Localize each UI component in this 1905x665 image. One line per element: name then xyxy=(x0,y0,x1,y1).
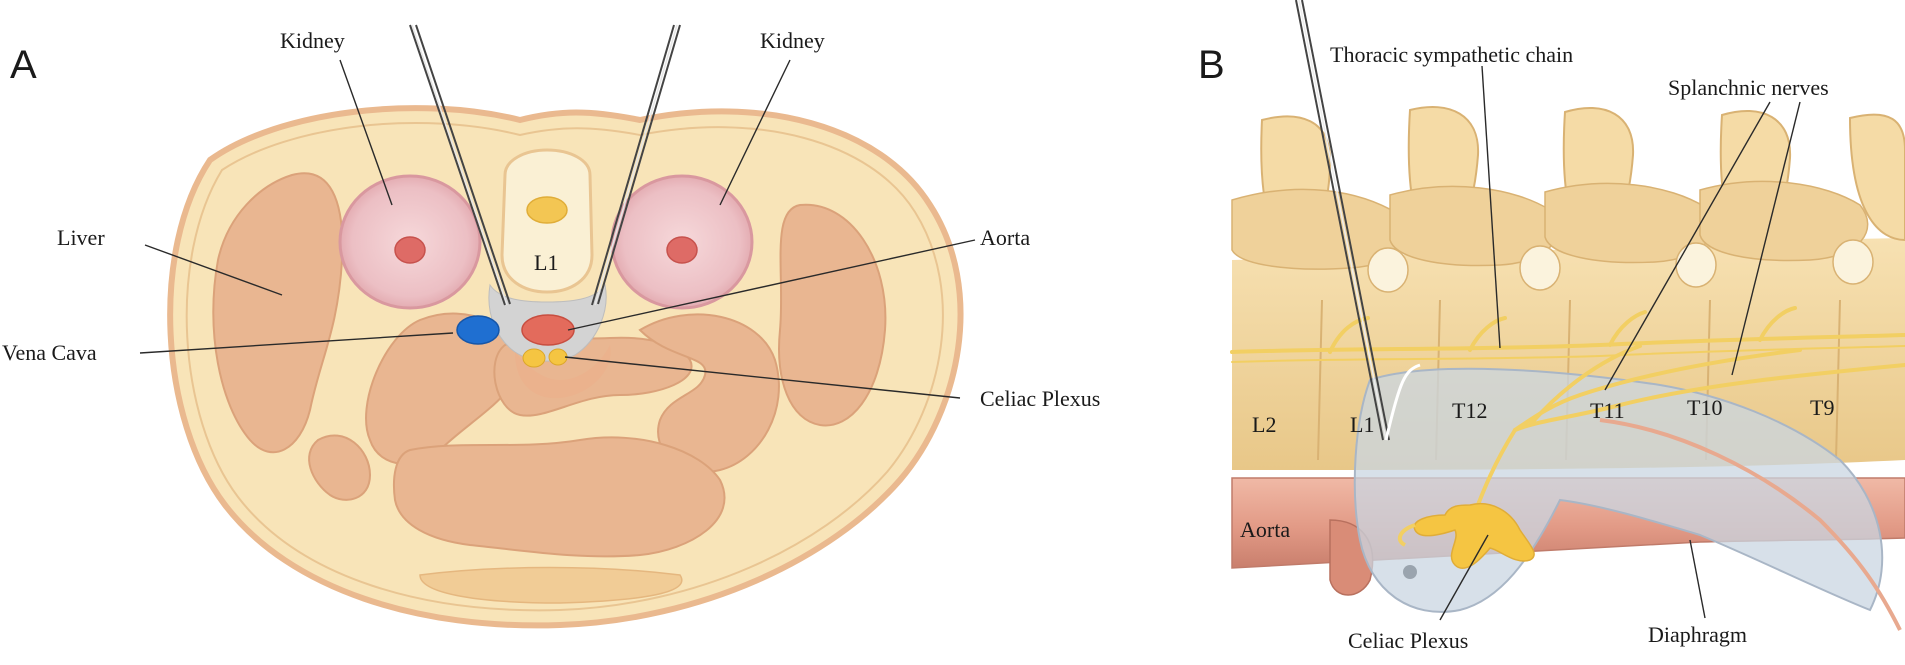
needle-right xyxy=(591,24,681,306)
label-thoracic-chain: Thoracic sympathetic chain xyxy=(1330,42,1573,67)
label-vena-cava: Vena Cava xyxy=(2,340,97,365)
spinal-canal xyxy=(526,196,568,224)
crus-shading xyxy=(515,345,611,399)
leader-aorta xyxy=(567,239,976,331)
vertebra-label: L1 xyxy=(534,250,558,275)
leader-vena-cava xyxy=(139,332,454,354)
panel-a-letter: A xyxy=(10,43,37,87)
label-liver: Liver xyxy=(57,225,105,250)
intervertebral-foramina xyxy=(1367,239,1874,293)
label-splanchnic: Splanchnic nerves xyxy=(1668,75,1829,100)
label-aorta-b: Aorta xyxy=(1240,517,1290,542)
celiac-ganglion-left xyxy=(522,348,546,368)
label-aorta-a: Aorta xyxy=(980,225,1030,250)
leader-liver xyxy=(144,244,283,296)
vena-cava xyxy=(456,315,500,345)
label-celiac-plexus-b: Celiac Plexus xyxy=(1348,628,1468,653)
small-organ-left xyxy=(308,434,372,501)
leader-kidney-left xyxy=(339,59,393,206)
vertebra-label-t10: T10 xyxy=(1687,395,1722,420)
label-diaphragm: Diaphragm xyxy=(1648,622,1747,647)
celiac-ganglion-right xyxy=(548,348,568,366)
vertebral-arches xyxy=(1231,180,1869,270)
vertebra-label-t11: T11 xyxy=(1590,398,1625,423)
vertebra-label-l2: L2 xyxy=(1252,412,1276,437)
bottom-muscle xyxy=(419,566,683,604)
needle-left xyxy=(409,24,511,306)
panel-b-letter: B xyxy=(1198,43,1225,87)
aorta-cross-section xyxy=(521,314,575,346)
vertebra-label-l1: L1 xyxy=(1350,412,1374,437)
colon-organ xyxy=(392,436,726,558)
leader-splanchnic-2 xyxy=(1731,101,1801,376)
kidney-right xyxy=(610,174,754,310)
panel-a: A L1 xyxy=(2,24,1100,629)
diaphragm-edge xyxy=(1599,418,1902,631)
body-inner-ring xyxy=(185,121,944,612)
leader-thoracic-chain xyxy=(1481,65,1501,349)
leader-kidney-right xyxy=(719,59,791,206)
spleen xyxy=(778,203,887,427)
label-celiac-plexus-a: Celiac Plexus xyxy=(980,386,1100,411)
vertebra-label-t12: T12 xyxy=(1452,398,1487,423)
leader-diaphragm xyxy=(1689,539,1706,619)
panel-b: B xyxy=(1198,0,1905,653)
leader-celiac-plexus-a xyxy=(564,356,961,399)
kidney-left xyxy=(338,174,482,310)
leader-celiac-plexus-b xyxy=(1439,534,1489,621)
diaphragm-foramen xyxy=(1403,565,1417,579)
leader-splanchnic-1 xyxy=(1604,101,1771,391)
celiac-plexus-b xyxy=(1397,503,1535,569)
label-kidney-left: Kidney xyxy=(280,28,345,53)
vertebra-label-t9: T9 xyxy=(1810,395,1834,420)
needle-b xyxy=(1295,0,1421,441)
label-kidney-right: Kidney xyxy=(760,28,825,53)
